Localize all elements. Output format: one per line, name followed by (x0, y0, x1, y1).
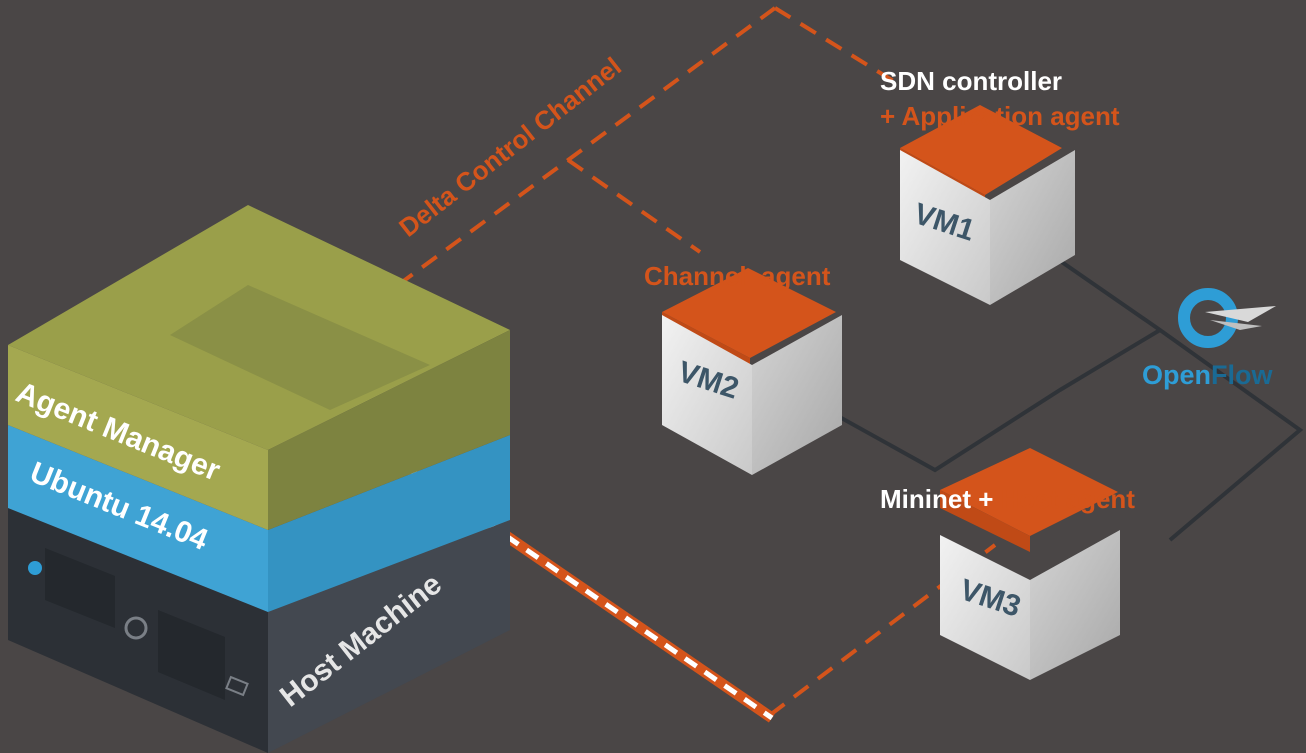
vm2-cube: VM2 (662, 268, 842, 475)
openflow-icon (1178, 288, 1238, 348)
server-front-panel (28, 548, 249, 700)
vm2-right-face (752, 315, 842, 475)
vm3-role-prefix: Mininet + (880, 484, 1001, 514)
agent-manager-inner-face (170, 285, 430, 410)
network-links (799, 238, 1304, 542)
agent-manager-left-face (8, 345, 268, 530)
vm1-agent-block (900, 105, 1062, 195)
link-vm2-vm3 (799, 328, 1162, 473)
vm3-left-face (940, 535, 1030, 680)
vm2-agent-block (662, 268, 836, 358)
openflow-label-open: Open (1142, 360, 1211, 390)
host-stack: Host Machine Ubuntu 14.04 Agent Manager (8, 205, 510, 753)
agent-manager-right-face (268, 330, 510, 530)
vm3-role-highlight: Host agent (1001, 484, 1136, 514)
vm1-cube: VM1 (900, 105, 1075, 305)
vm1-left-face (900, 150, 990, 305)
vm1-role-line2: + Application agent (880, 101, 1120, 131)
ubuntu-right-face (268, 435, 510, 612)
server-button-icon (124, 616, 148, 640)
vm1-right-face (990, 150, 1075, 305)
power-led-icon (28, 561, 42, 575)
openflow-label-flow: Flow (1211, 360, 1273, 390)
ubuntu-left-face (8, 425, 268, 612)
vm3-agent-block (940, 448, 1118, 536)
delta-control-channel-label: Delta Control Channel (393, 51, 627, 243)
delta-control-channel-lines (396, 6, 997, 717)
server-vent-grid (45, 548, 115, 628)
vm3-cube: VM3 (940, 448, 1120, 680)
channel-line-to-vm1 (773, 6, 897, 84)
server-drive-bay (158, 610, 225, 700)
openflow-label: OpenFlow (1142, 360, 1274, 390)
channel-line-host-top (396, 6, 777, 287)
host-machine-right-face (268, 520, 510, 753)
openflow-logo: OpenFlow (1142, 288, 1276, 390)
channel-line-mid (566, 158, 702, 254)
vm1-role-line1: SDN controller (880, 66, 1062, 96)
server-slot-icon (225, 675, 249, 697)
vm2-left-face (662, 315, 752, 475)
vm2-role: Channel agent (644, 261, 831, 291)
vm3-right-face (1030, 530, 1120, 680)
channel-line-to-vm3 (768, 543, 997, 717)
vm3-role: Mininet + Host agent (880, 484, 1135, 514)
link-vm1-openflow (1028, 238, 1304, 542)
